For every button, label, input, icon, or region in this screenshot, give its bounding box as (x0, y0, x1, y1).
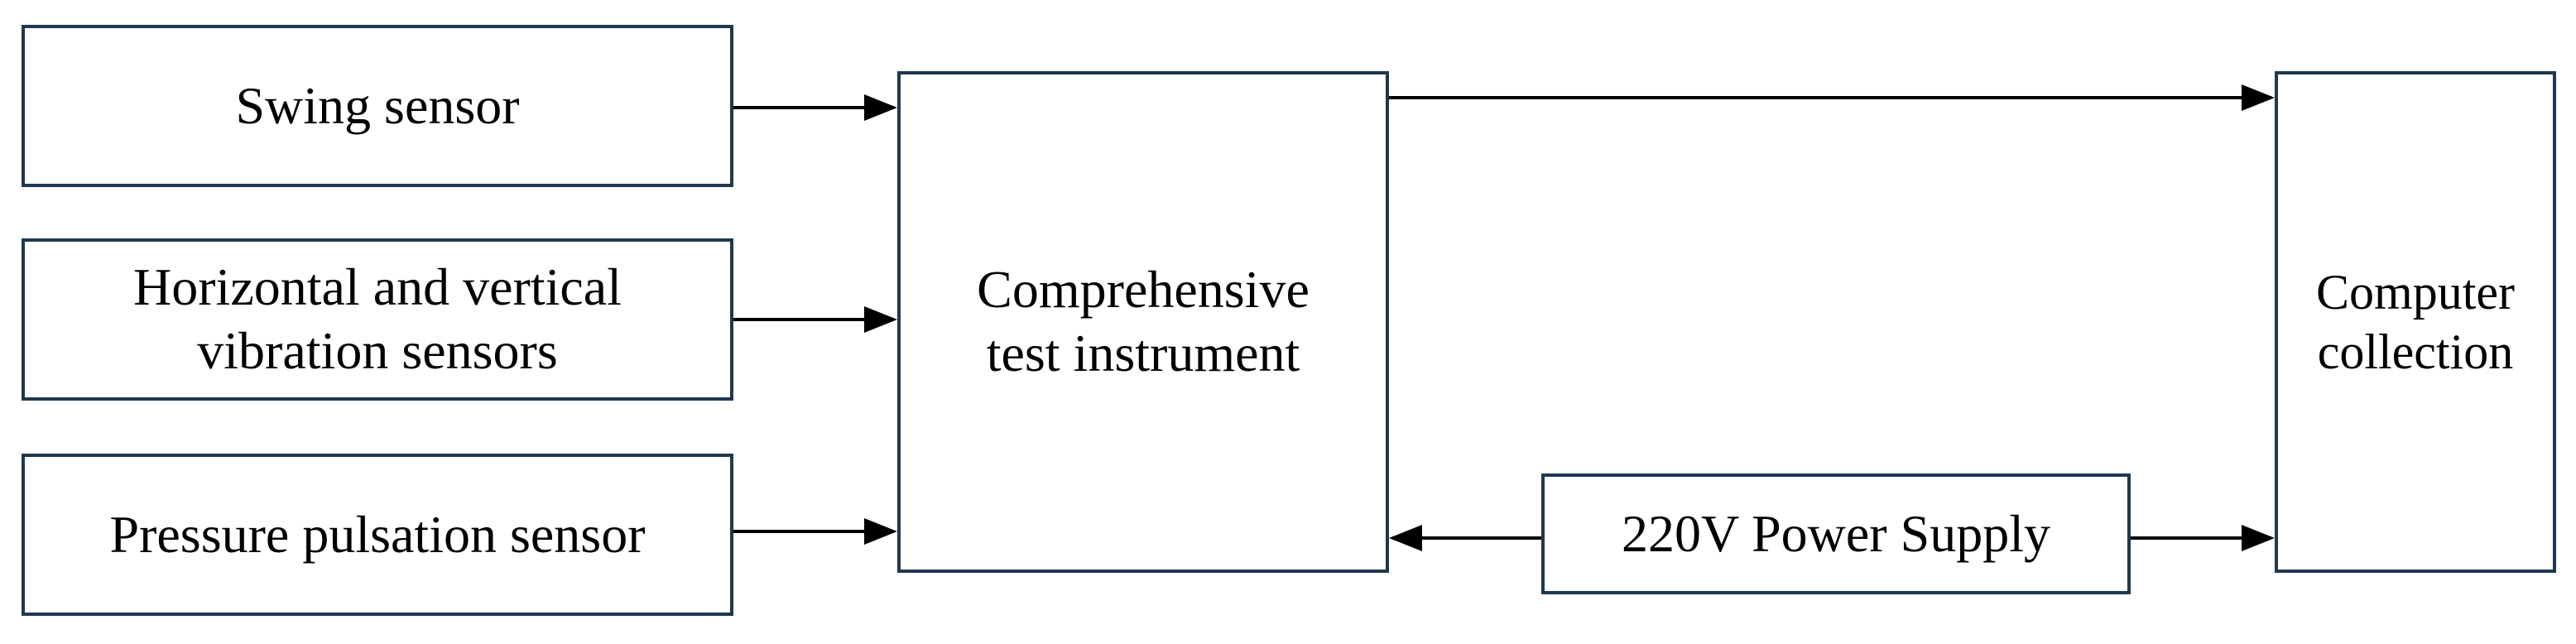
hv-sensors-label-line1: Horizontal and vertical (133, 257, 622, 317)
hv-vibration-sensors-box: Horizontal and vertical vibration sensor… (22, 238, 733, 401)
pressure-pulsation-sensor-box: Pressure pulsation sensor (22, 454, 733, 616)
pressure-sensor-label: Pressure pulsation sensor (109, 504, 646, 564)
test-instrument-box: Comprehensive test instrument (897, 71, 1389, 573)
hv-sensors-label-line2: vibration sensors (197, 321, 558, 380)
swing-sensor-label: Swing sensor (235, 75, 520, 135)
computer-label-line1: Computer (2316, 265, 2515, 320)
computer-collection-box: Computer collection (2275, 71, 2556, 573)
power-supply-label: 220V Power Supply (1622, 503, 2050, 563)
instrument-label-line2: test instrument (986, 324, 1300, 382)
computer-label-line2: collection (2317, 324, 2514, 379)
power-supply-box: 220V Power Supply (1541, 473, 2131, 594)
instrument-label-line1: Comprehensive (977, 260, 1310, 320)
swing-sensor-box: Swing sensor (22, 25, 733, 187)
